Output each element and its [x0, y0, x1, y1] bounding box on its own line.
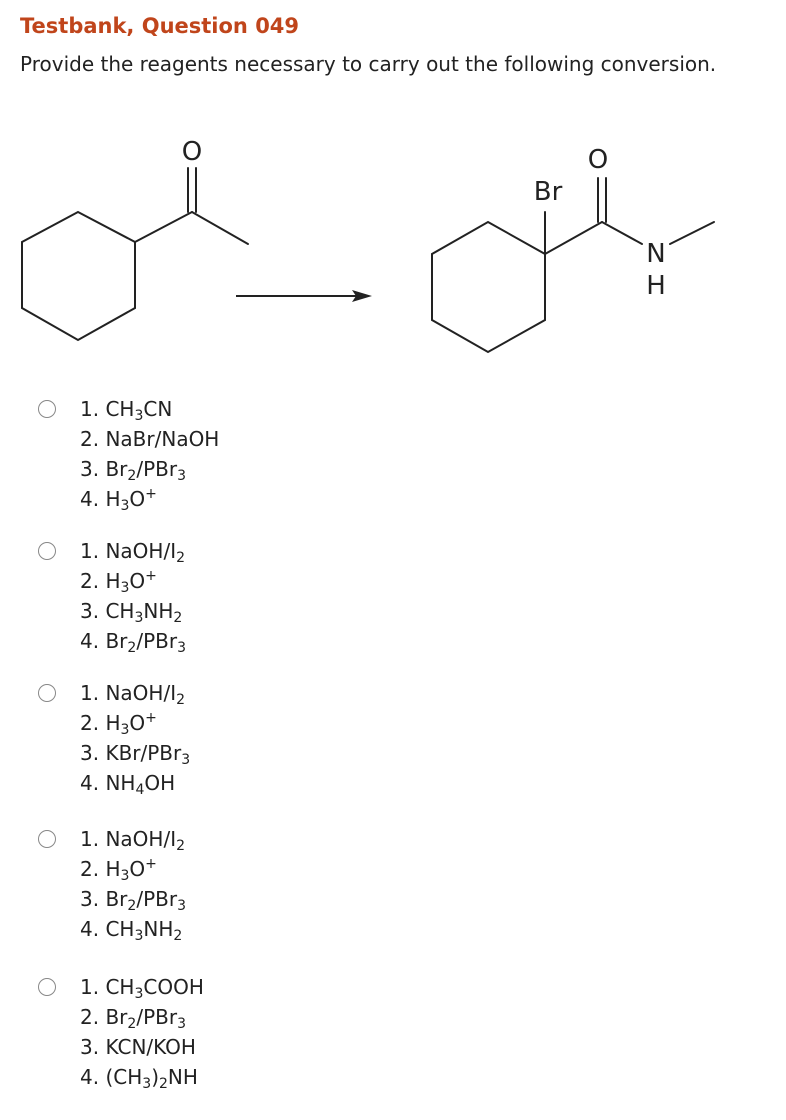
- radio-button[interactable]: [38, 684, 56, 702]
- option-steps: 1. CH3COOH 2. Br2/PBr3 3. KCN/KOH 4. (CH…: [80, 972, 204, 1092]
- reaction-arrow: [236, 290, 372, 302]
- option-steps: 1. NaOH/I2 2. H3O+ 3. CH3NH2 4. Br2/PBr3: [80, 536, 186, 656]
- radio-button[interactable]: [38, 542, 56, 560]
- product-ring-to-carbonyl-bond: [544, 221, 603, 255]
- option-step: 4. CH3NH2: [80, 917, 183, 944]
- product-n-methyl-bond: [669, 221, 715, 245]
- product-structure: [431, 177, 715, 354]
- option-step: 1. NaOH/I2: [80, 827, 186, 854]
- option-step: 3. KCN/KOH: [80, 1035, 196, 1059]
- option-step: 2. Br2/PBr3: [80, 1005, 186, 1032]
- option-step: 3. Br2/PBr3: [80, 457, 186, 484]
- option-step: 3. Br2/PBr3: [80, 887, 186, 914]
- reactant-ring-to-carbonyl-bond: [134, 211, 193, 243]
- option-step: 4. (CH3)2NH: [80, 1065, 198, 1092]
- product-nitrogen-label: N: [646, 239, 665, 269]
- option-step: 4. Br2/PBr3: [80, 629, 186, 656]
- question-title: Testbank, Question 049: [20, 14, 300, 38]
- question-prompt: Provide the reagents necessary to carry …: [20, 52, 717, 76]
- product-bromine-label: Br: [534, 177, 563, 207]
- product-cyclohexane-ring: [431, 220, 546, 354]
- reactant-methyl-bond: [191, 211, 249, 245]
- radio-button[interactable]: [38, 400, 56, 418]
- product-oxygen-label: O: [588, 145, 608, 175]
- option-steps: 1. NaOH/I2 2. H3O+ 3. Br2/PBr3 4. CH3NH2: [80, 824, 186, 944]
- option-steps: 1. NaOH/I2 2. H3O+ 3. KBr/PBr3 4. NH4OH: [80, 678, 190, 798]
- radio-button[interactable]: [38, 978, 56, 996]
- option-step: 2. H3O+: [80, 856, 157, 884]
- reactant-cyclohexane-ring: [21, 210, 136, 342]
- option-step: 2. NaBr/NaOH: [80, 427, 220, 451]
- option-step: 4. H3O+: [80, 486, 157, 514]
- option-step: 1. NaOH/I2: [80, 681, 186, 708]
- option-step: 2. H3O+: [80, 710, 157, 738]
- option-step: 2. H3O+: [80, 568, 157, 596]
- reactant-oxygen-label: O: [182, 137, 202, 167]
- option-step: 1. NaOH/I2: [80, 539, 186, 566]
- product-hydrogen-label: H: [646, 271, 666, 301]
- reactant-structure: [21, 167, 249, 342]
- option-step: 1. CH3COOH: [80, 975, 204, 1002]
- product-c-n-bond: [601, 221, 643, 245]
- option-step: 3. KBr/PBr3: [80, 741, 191, 768]
- option-step: 1. CH3CN: [80, 397, 173, 424]
- reaction-scheme: O Br O N H: [21, 137, 715, 354]
- option-step: 3. CH3NH2: [80, 599, 183, 626]
- option-steps: 1. CH3CN 2. NaBr/NaOH 3. Br2/PBr3 4. H3O…: [80, 394, 219, 514]
- option-step: 4. NH4OH: [80, 771, 176, 798]
- radio-button[interactable]: [38, 830, 56, 848]
